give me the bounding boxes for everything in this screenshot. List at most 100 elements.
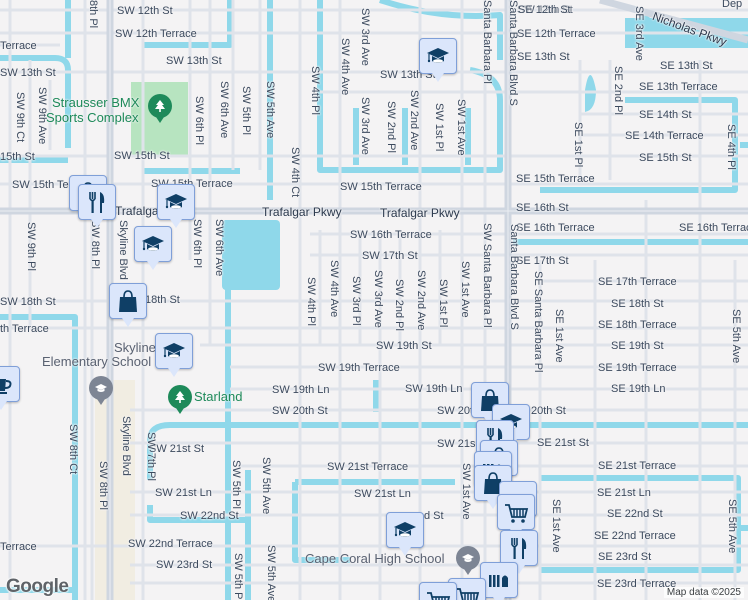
- school-pin-icon[interactable]: [456, 546, 480, 575]
- coffee-marker-icon[interactable]: [0, 366, 20, 410]
- street-label: SW 5th Ave: [260, 457, 272, 515]
- poi-label[interactable]: Skyline: [114, 340, 156, 355]
- street-label: SE 2nd Pl: [612, 66, 624, 115]
- street-label: SW 12th St: [517, 4, 573, 16]
- street-label: Santa Barbara Blvd S: [508, 224, 520, 330]
- street-label: SW 9th Ct: [14, 92, 26, 143]
- street-label: SE 19th Terrace: [598, 362, 677, 374]
- street-label: SW 5th Ave: [264, 81, 276, 139]
- street-label: d St: [424, 510, 444, 522]
- street-label: SW 21s: [437, 438, 476, 450]
- poi-label[interactable]: Starland: [194, 389, 243, 404]
- street-label: SE 23rd Terrace: [597, 578, 677, 590]
- street-label: SW 3rd Pl: [350, 276, 362, 326]
- street-label: SW 4th Ct: [289, 147, 301, 198]
- poi-label[interactable]: Cape Coral High School: [305, 551, 445, 566]
- street-label: SW 6th Pl: [193, 96, 205, 145]
- major-road-label: Trafalgar Pkwy: [380, 206, 460, 220]
- street-label: SW 4th Pl: [309, 66, 321, 115]
- street-label: SW 21st St: [149, 443, 205, 455]
- street-label: SW 4th Ave: [328, 260, 340, 318]
- school-marker-icon[interactable]: [386, 512, 424, 556]
- poi-label[interactable]: Sports Complex: [46, 110, 139, 125]
- street-label: SW Santa Barbara Pl: [481, 223, 493, 328]
- street-label: SW 1st Pl: [437, 279, 449, 328]
- street-label: SE 13th St: [517, 51, 570, 63]
- cart-marker-icon[interactable]: [497, 494, 535, 538]
- street-label: SE 17th St: [516, 255, 569, 267]
- street-label: SW 15th Terrace: [340, 181, 422, 193]
- street-label: SE 14th St: [639, 109, 692, 121]
- street-label: SE 13th Terrace: [639, 81, 718, 93]
- street-label: SW 4th Ave: [339, 38, 351, 96]
- street-label: SW 16th Terrace: [350, 229, 432, 241]
- street-label: SE 15th Terrace: [516, 173, 595, 185]
- street-label: SW 18th St: [0, 296, 56, 308]
- street-label: SW 17th St: [362, 250, 418, 262]
- poi-label[interactable]: Elementary School: [42, 354, 152, 369]
- street-label: SW 8th Ct: [67, 424, 79, 475]
- school-pin-icon[interactable]: [89, 376, 113, 405]
- street-label: SW 3rd Ave: [359, 8, 371, 66]
- street-label: 18th St: [145, 294, 180, 306]
- street-label: SE 16th Terrace: [679, 222, 748, 234]
- restaurant-marker-icon[interactable]: [78, 184, 116, 228]
- street-label: SW 19th Terrace: [318, 362, 400, 374]
- street-label: SE 1st Ave: [550, 499, 562, 553]
- cart-marker-icon[interactable]: [448, 578, 486, 600]
- street-label: SE 16th Terrace: [516, 222, 595, 234]
- street-label: SW 5th Pl: [230, 460, 242, 509]
- street-label: SW 2nd Ave: [415, 270, 427, 331]
- street-label: SW 21st Terrace: [327, 461, 409, 473]
- street-label: SE 13th St: [660, 60, 713, 72]
- restaurant-marker-icon[interactable]: [500, 530, 538, 574]
- street-label: SE 12th Terrace: [517, 28, 596, 40]
- major-road-label: Trafalgar Pkwy: [262, 205, 342, 219]
- street-label: SE 21st Ln: [597, 487, 651, 499]
- park-pin-icon[interactable]: [168, 385, 192, 414]
- street-label: 15th St: [0, 151, 35, 163]
- poi-label[interactable]: Strausser BMX: [52, 95, 140, 110]
- street-label: SE 23rd St: [598, 551, 652, 563]
- street-label: SE 19th Ln: [611, 383, 666, 395]
- map-attribution[interactable]: Map data ©2025: [663, 587, 744, 598]
- street-label: SW 9th Pl: [25, 222, 37, 271]
- street-label: SW 5th Ave: [265, 545, 277, 600]
- school-marker-icon[interactable]: [155, 333, 193, 377]
- street-label: Santa Barbara Blvd S: [507, 0, 519, 106]
- school-marker-icon[interactable]: [419, 38, 457, 82]
- street-label: SE 4th Pl: [725, 124, 737, 170]
- street-label: SE 21st Terrace: [598, 460, 677, 472]
- street-label: Skyline Blvd: [117, 220, 129, 280]
- street-label: SW 1st Ave: [459, 261, 471, 318]
- street-label: SW 19th St: [376, 340, 432, 352]
- shopping-marker-icon[interactable]: [109, 283, 147, 327]
- street-label: th Terrace: [0, 323, 49, 335]
- park-pin-icon[interactable]: [148, 94, 172, 123]
- google-logo[interactable]: Google: [6, 576, 69, 597]
- grocery-marker-icon[interactable]: [480, 562, 518, 600]
- street-label: SW 6th Ave: [213, 219, 225, 277]
- street-label: Terrace: [0, 541, 37, 553]
- street-label: SW 12th St: [117, 5, 173, 17]
- school-marker-icon[interactable]: [157, 184, 195, 228]
- cart-marker-icon[interactable]: [419, 582, 457, 600]
- street-label: SE 22nd Terrace: [594, 530, 676, 542]
- street-label: SE 15th St: [639, 152, 692, 164]
- street-label: SW 6th Pl: [191, 219, 203, 268]
- street-label: SW 15th Te: [12, 179, 69, 191]
- street-label: SW 21st Ln: [354, 488, 411, 500]
- street-label: SW 22nd St: [180, 510, 239, 522]
- street-label: SW 5th Pl: [232, 553, 244, 600]
- street-label: 8th Pl: [87, 0, 99, 29]
- street-label: SE 14th Terrace: [625, 130, 704, 142]
- street-label: SW 1st Ave: [460, 463, 472, 520]
- street-label: SW 13th St: [0, 67, 56, 79]
- street-label: SW 19th Ln: [272, 384, 330, 396]
- street-label: Skyline Blvd: [120, 416, 132, 476]
- street-label: SE 16th St: [516, 202, 569, 214]
- school-marker-icon[interactable]: [134, 226, 172, 270]
- street-label: SW 4th Pl: [305, 277, 317, 326]
